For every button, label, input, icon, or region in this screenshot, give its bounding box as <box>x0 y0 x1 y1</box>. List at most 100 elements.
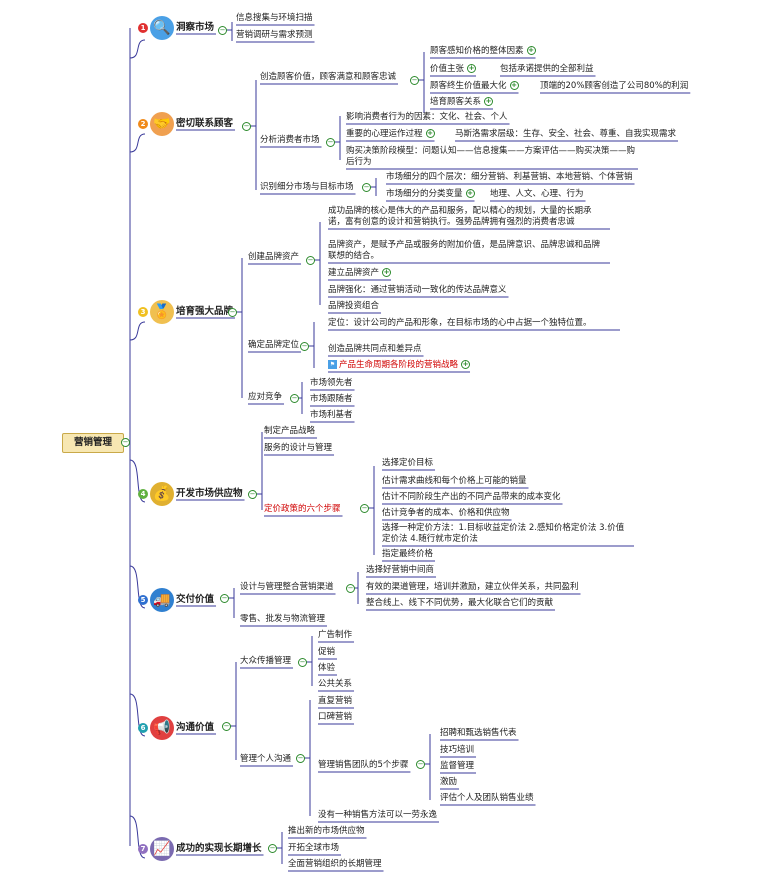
topic-node[interactable]: 制定产品战略 <box>264 426 315 437</box>
topic-node[interactable]: 选择定价目标 <box>382 458 433 469</box>
topic-node[interactable]: 品牌投资组合 <box>328 301 379 312</box>
topic-node[interactable]: 指定最终价格 <box>382 549 433 560</box>
collapse-toggle[interactable]: − <box>220 594 229 603</box>
collapse-toggle[interactable]: − <box>121 438 130 447</box>
branch-node[interactable]: 沟通价值 <box>176 722 214 733</box>
branch-node[interactable]: 交付价值 <box>176 594 214 605</box>
topic-node[interactable]: 服务的设计与管理 <box>264 443 332 454</box>
topic-node[interactable]: 没有一种销售方法可以一劳永逸 <box>318 810 437 821</box>
topic-node[interactable]: 成功品牌的核心是伟大的产品和服务，配以精心的规划，大量的长期承诺，富有创意的设计… <box>328 206 608 228</box>
topic-node[interactable]: 价值主张+ <box>430 64 477 75</box>
topic-node[interactable]: 零售、批发与物流管理 <box>240 614 325 625</box>
expand-icon[interactable]: + <box>526 46 536 55</box>
branch-node[interactable]: 开发市场供应物 <box>176 488 243 499</box>
topic-node[interactable]: 识别细分市场与目标市场 <box>260 182 354 193</box>
topic-node[interactable]: 评估个人及团队销售业绩 <box>440 793 534 804</box>
collapse-toggle[interactable]: − <box>222 722 231 731</box>
topic-node[interactable]: 创造顾客价值，顾客满意和顾客忠诚 <box>260 72 396 83</box>
topic-node[interactable]: 营销调研与需求预测 <box>236 30 313 41</box>
expand-icon[interactable]: + <box>484 97 494 106</box>
topic-node[interactable]: 估计不同阶段生产出的不同产品带来的成本变化 <box>382 492 561 503</box>
collapse-toggle[interactable]: − <box>346 584 355 593</box>
topic-node[interactable]: 估计需求曲线和每个价格上可能的销量 <box>382 476 527 487</box>
topic-node[interactable]: 培育顾客关系+ <box>430 97 494 108</box>
collapse-toggle[interactable]: − <box>296 754 305 763</box>
branch-node[interactable]: 洞察市场 <box>176 22 214 33</box>
topic-node[interactable]: 影响消费者行为的因素：文化、社会、个人 <box>346 112 508 123</box>
topic-node[interactable]: 市场利基者 <box>310 410 353 421</box>
topic-node[interactable]: 广告制作 <box>318 630 352 641</box>
topic-node[interactable]: 品牌强化：通过营销活动一致化的传达品牌意义 <box>328 285 507 296</box>
topic-node[interactable]: 分析消费者市场 <box>260 135 320 146</box>
topic-node[interactable]: 招聘和甄选销售代表 <box>440 728 517 739</box>
topic-node[interactable]: 购买决策阶段模型：问题认知——信息搜集——方案评估——购买决策——购后行为 <box>346 146 636 168</box>
topic-node[interactable]: 市场细分的分类变量+ <box>386 189 475 200</box>
topic-node[interactable]: 地理、人文、心理、行为 <box>490 189 584 200</box>
topic-node[interactable]: 设计与管理整合营销渠道 <box>240 582 334 593</box>
topic-node[interactable]: 定位：设计公司的产品和形象，在目标市场的心中占据一个独特位置。 <box>328 318 618 329</box>
topic-node[interactable]: 整合线上、线下不同优势，最大化联合它们的贡献 <box>366 598 553 609</box>
priority-marker: 1 <box>138 23 148 33</box>
topic-node[interactable]: 开拓全球市场 <box>288 843 339 854</box>
topic-node[interactable]: 市场细分的四个层次：细分营销、利基营销、本地营销、个体营销 <box>386 172 633 183</box>
collapse-toggle[interactable]: − <box>290 394 299 403</box>
topic-node[interactable]: 确定品牌定位 <box>248 340 299 351</box>
collapse-toggle[interactable]: − <box>300 342 309 351</box>
topic-node[interactable]: 全面营销组织的长期管理 <box>288 859 382 870</box>
expand-icon[interactable]: + <box>467 64 477 73</box>
topic-node[interactable]: 有效的渠道管理，培训并激励，建立伙伴关系，共同盈利 <box>366 582 579 593</box>
topic-node[interactable]: 大众传播管理 <box>240 656 291 667</box>
topic-node[interactable]: 技巧培训 <box>440 745 474 756</box>
expand-icon[interactable]: + <box>425 129 435 138</box>
branch-node[interactable]: 成功的实现长期增长 <box>176 843 262 854</box>
topic-node[interactable]: 创建品牌资产 <box>248 252 299 263</box>
topic-node[interactable]: 顶端的20%顾客创造了公司80%的利润 <box>540 81 688 92</box>
topic-node[interactable]: 管理个人沟通 <box>240 754 291 765</box>
topic-node-highlight[interactable]: 定价政策的六个步骤 <box>264 504 341 515</box>
topic-node[interactable]: 市场跟随者 <box>310 394 353 405</box>
expand-icon[interactable]: + <box>509 81 519 90</box>
topic-node[interactable]: 公共关系 <box>318 679 352 690</box>
topic-node[interactable]: ⚑产品生命周期各阶段的营销战略+ <box>328 360 471 371</box>
topic-node[interactable]: 推出新的市场供应物 <box>288 826 365 837</box>
topic-node[interactable]: 信息搜集与环境扫描 <box>236 13 313 24</box>
topic-node[interactable]: 重要的心理运作过程+ <box>346 129 435 140</box>
topic-node[interactable]: 直复营销 <box>318 696 352 707</box>
collapse-toggle[interactable]: − <box>416 760 425 769</box>
topic-node[interactable]: 选择好营销中间商 <box>366 565 434 576</box>
branch-node[interactable]: 密切联系顾客 <box>176 118 233 129</box>
collapse-toggle[interactable]: − <box>228 308 237 317</box>
topic-node[interactable]: 促销 <box>318 647 335 658</box>
topic-node[interactable]: 顾客感知价格的整体因素+ <box>430 46 536 57</box>
collapse-toggle[interactable]: − <box>218 26 227 35</box>
collapse-toggle[interactable]: − <box>248 490 257 499</box>
collapse-toggle[interactable]: − <box>326 138 335 147</box>
topic-node[interactable]: 品牌资产，是赋予产品或服务的附加价值，是品牌意识、品牌忠诚和品牌联想的结合。 <box>328 240 608 262</box>
collapse-toggle[interactable]: − <box>242 122 251 131</box>
topic-node[interactable]: 马斯洛需求层级：生存、安全、社会、尊重、自我实现需求 <box>455 129 676 140</box>
expand-icon[interactable]: + <box>382 268 392 277</box>
collapse-toggle[interactable]: − <box>268 844 277 853</box>
topic-node[interactable]: 市场领先者 <box>310 378 353 389</box>
topic-node[interactable]: 估计竞争者的成本、价格和供应物 <box>382 508 510 519</box>
collapse-toggle[interactable]: − <box>362 183 371 192</box>
expand-icon[interactable]: + <box>461 360 471 369</box>
root-node[interactable]: 营销管理 <box>62 433 124 453</box>
topic-node[interactable]: 创造品牌共同点和差异点 <box>328 344 422 355</box>
topic-node[interactable]: 应对竞争 <box>248 392 282 403</box>
topic-node[interactable]: 选择一种定价方法：1.目标收益定价法 2.感知价格定价法 3.价值定价法 4.随… <box>382 523 632 545</box>
collapse-toggle[interactable]: − <box>306 256 315 265</box>
topic-node[interactable]: 激励 <box>440 777 457 788</box>
topic-node[interactable]: 建立品牌资产+ <box>328 268 392 279</box>
topic-node[interactable]: 体验 <box>318 663 335 674</box>
branch-node[interactable]: 培育强大品牌 <box>176 306 233 317</box>
collapse-toggle[interactable]: − <box>360 504 369 513</box>
collapse-toggle[interactable]: − <box>298 658 307 667</box>
topic-node[interactable]: 口碑营销 <box>318 712 352 723</box>
topic-node[interactable]: 管理销售团队的5个步骤 <box>318 760 408 771</box>
expand-icon[interactable]: + <box>465 189 475 198</box>
topic-node[interactable]: 包括承诺提供的全部利益 <box>500 64 594 75</box>
topic-node[interactable]: 监督管理 <box>440 761 474 772</box>
topic-node[interactable]: 顾客终生价值最大化+ <box>430 81 519 92</box>
collapse-toggle[interactable]: − <box>410 76 419 85</box>
